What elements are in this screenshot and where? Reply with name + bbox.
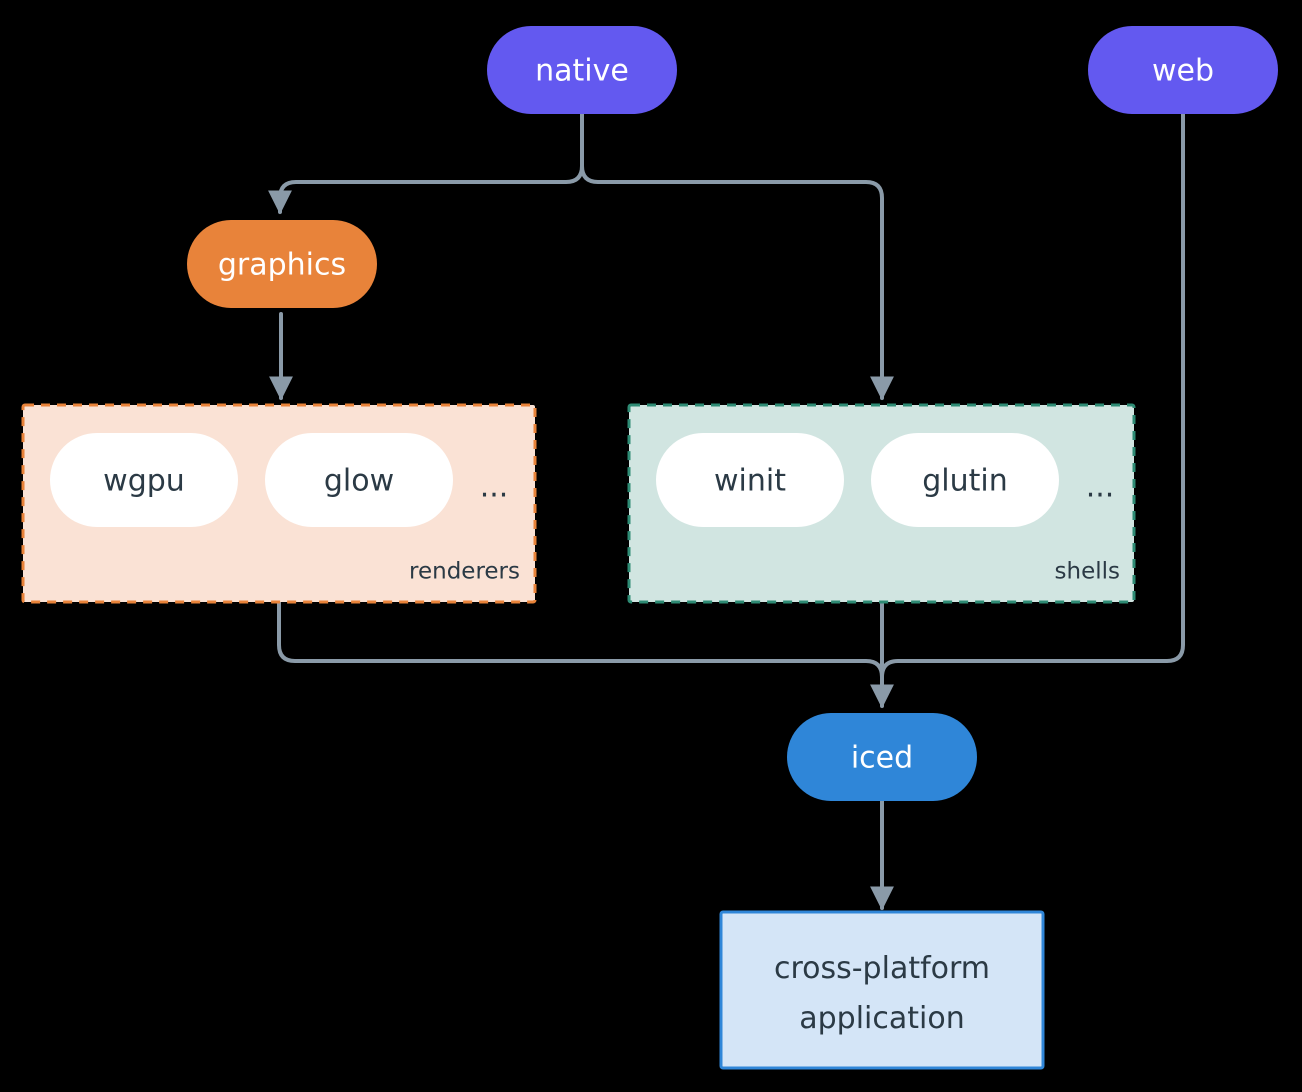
edge-native-to-graphics [268, 110, 584, 215]
leaf-node-winit-label: winit [714, 464, 786, 499]
node-application-shape [719, 910, 1045, 1070]
node-web-label: web [1152, 54, 1214, 89]
node-application-label-line2: application [799, 1001, 964, 1036]
shells-ellipsis: ... [1086, 470, 1115, 505]
edge-renderers-to-iced [277, 600, 884, 702]
group-renderers: wgpu glow ... renderers [21, 403, 537, 604]
node-iced[interactable]: iced [787, 713, 977, 801]
leaf-node-winit[interactable]: winit [656, 433, 844, 527]
leaf-node-glutin[interactable]: glutin [871, 433, 1059, 527]
leaf-node-glutin-label: glutin [922, 464, 1008, 499]
leaf-node-winit-shape [656, 433, 844, 527]
node-iced-shape [787, 713, 977, 801]
edge-native-to-shells [580, 110, 894, 401]
node-web[interactable]: web [1088, 26, 1278, 114]
leaf-node-glow-shape [265, 433, 453, 527]
leaf-node-wgpu[interactable]: wgpu [50, 433, 238, 527]
leaf-node-wgpu-label: wgpu [103, 464, 185, 499]
node-native-shape [487, 26, 677, 114]
group-shells-caption: shells [1055, 559, 1120, 585]
leaf-node-glutin-shape [871, 433, 1059, 527]
node-iced-label: iced [851, 741, 913, 776]
renderers-ellipsis: ... [480, 470, 509, 505]
group-shells: winit glutin ... shells [627, 403, 1136, 604]
leaf-node-wgpu-shape [50, 433, 238, 527]
node-graphics-shape [187, 220, 377, 308]
edge-web-to-iced [880, 110, 1185, 702]
node-graphics-label: graphics [218, 248, 346, 283]
leaf-node-glow[interactable]: glow [265, 433, 453, 527]
node-native[interactable]: native [487, 26, 677, 114]
group-renderers-caption: renderers [409, 559, 520, 585]
leaf-node-glow-label: glow [324, 464, 394, 499]
node-application-label-line1: cross-platform [774, 951, 990, 986]
node-cross-platform-application[interactable]: cross-platform application [719, 910, 1045, 1070]
node-web-shape [1088, 26, 1278, 114]
node-native-label: native [535, 54, 629, 89]
node-graphics[interactable]: graphics [187, 220, 377, 308]
